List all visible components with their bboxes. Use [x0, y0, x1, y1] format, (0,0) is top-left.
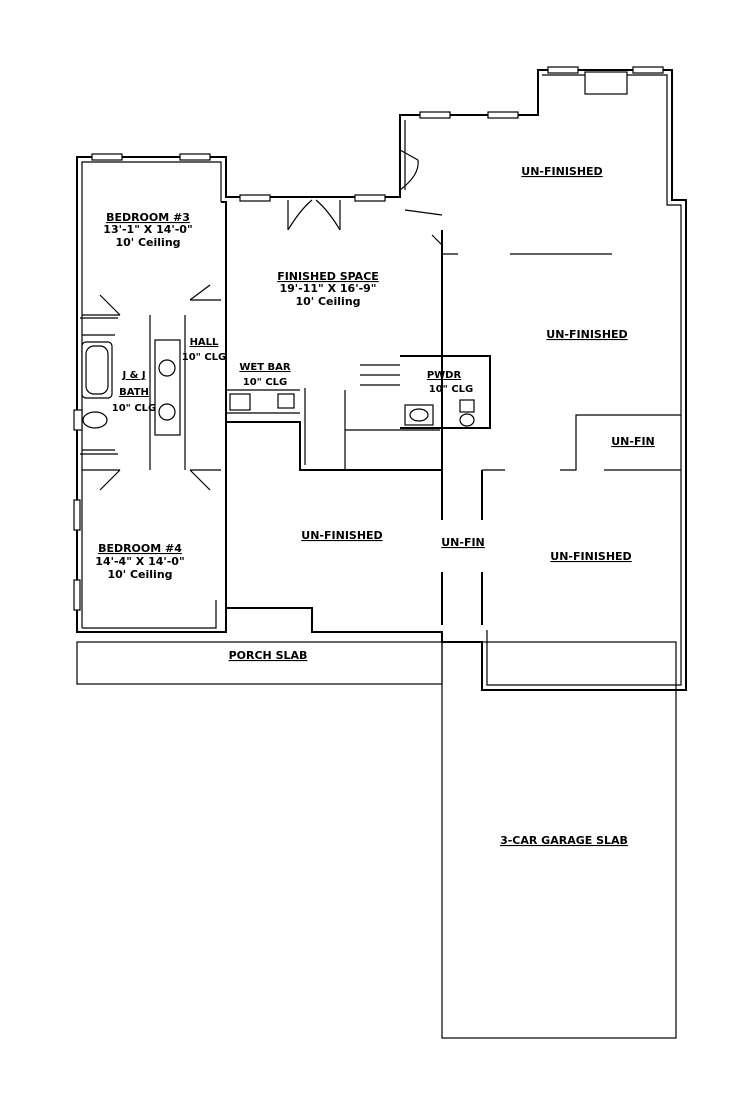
bedroom3-name: BEDROOM #3 — [106, 211, 190, 224]
pwdr-name: PWDR — [427, 370, 462, 381]
porch-slab-label: PORCH SLAB — [229, 649, 308, 662]
unfin-corridor-label: UN-FIN — [441, 536, 485, 549]
windows — [73, 66, 664, 611]
doors — [99, 149, 443, 491]
jj-bath-name-1: J & J — [121, 370, 145, 381]
jj-bath-ceiling: 10" CLG — [112, 403, 157, 414]
bedroom4-dims: 14'-4" X 14'-0" — [95, 555, 184, 568]
garage-slab-label: 3-CAR GARAGE SLAB — [500, 834, 628, 847]
fixtures — [73, 339, 475, 436]
bedroom3-ceiling: 10' Ceiling — [115, 236, 180, 249]
finished-space-ceiling: 10' Ceiling — [295, 295, 360, 308]
interior-walls — [80, 201, 681, 629]
hall-ceiling: 10" CLG — [182, 352, 227, 363]
hall-name: HALL — [190, 337, 219, 348]
bedroom3-dims: 13'-1" X 14'-0" — [103, 223, 192, 236]
pwdr-ceiling: 10" CLG — [429, 384, 474, 395]
jj-bath-name-2: BATH — [119, 387, 149, 398]
bedroom4-name: BEDROOM #4 — [98, 542, 182, 555]
bedroom4-ceiling: 10' Ceiling — [107, 568, 172, 581]
finished-space-dims: 19'-11" X 16'-9" — [279, 282, 376, 295]
unfin-small-label: UN-FIN — [611, 435, 655, 448]
unfinished-center-label: UN-FINISHED — [301, 529, 382, 542]
finished-space-name: FINISHED SPACE — [277, 270, 379, 283]
unfinished-right-label: UN-FINISHED — [546, 328, 627, 341]
wet-bar-name: WET BAR — [239, 362, 291, 373]
unfinished-top-label: UN-FINISHED — [521, 165, 602, 178]
wet-bar-ceiling: 10" CLG — [243, 377, 288, 388]
slabs — [76, 641, 677, 1039]
unfinished-lower-right-label: UN-FINISHED — [550, 550, 631, 563]
room-labels: BEDROOM #3 13'-1" X 14'-0" 10' Ceiling F… — [95, 165, 654, 847]
